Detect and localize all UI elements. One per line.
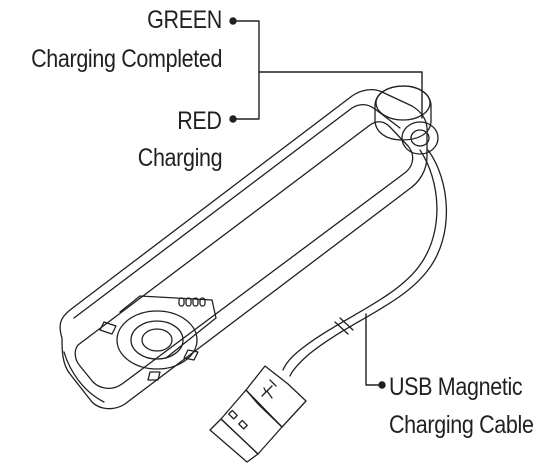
cable-strand-b (289, 149, 448, 377)
puck-connector (401, 121, 439, 155)
callout-cable-dot (378, 381, 386, 389)
charging-dock (59, 89, 428, 410)
pad-notch-bottom (147, 371, 161, 381)
label-cable-line2: Charging Cable (389, 411, 534, 439)
charging-pad (99, 310, 199, 381)
usb-plug-tip (209, 418, 259, 463)
pad-outer-ring (116, 310, 198, 370)
usb-plug-shell (220, 389, 283, 455)
pad-notch-right (183, 349, 199, 361)
cable-strand-a (282, 149, 438, 371)
cable-wrap-mark-2 (339, 317, 354, 331)
dock-top-edge (73, 104, 401, 319)
magnetic-puck (374, 85, 439, 155)
dock-front-panel (74, 121, 414, 389)
callout-red-line (258, 71, 423, 119)
label-red-title: RED (177, 107, 223, 135)
usb-plug-slot-2 (238, 419, 248, 430)
callout-green-line (233, 20, 260, 120)
pad-middle-ring (130, 320, 184, 360)
callout-green-dot (229, 17, 237, 25)
led-dot-3 (192, 297, 199, 307)
callout-red-dot (229, 115, 237, 123)
led-dot-2 (185, 297, 192, 307)
label-green-description: Charging Completed (30, 45, 222, 73)
cable-wrap-mark-1 (334, 321, 349, 335)
dock-inner-ridge (119, 295, 217, 359)
callout-lines (229, 17, 423, 389)
dock-outline (59, 89, 428, 410)
led-dot-1 (178, 297, 185, 307)
usb-boot (245, 365, 307, 428)
usb-cable (282, 149, 448, 377)
label-red-description: Charging (137, 144, 222, 172)
pad-notch-left (99, 321, 117, 335)
puck-connector-inner (410, 129, 430, 147)
dock-bottom-edge (63, 351, 105, 403)
led-indicator (178, 297, 206, 307)
usb-plug-slot-1 (228, 409, 238, 420)
usb-symbol-icon (261, 379, 277, 399)
puck-top (375, 85, 431, 121)
usb-connector (209, 365, 307, 463)
callout-cable-line (365, 313, 383, 386)
led-dot-4 (199, 297, 206, 307)
label-cable-line1: USB Magnetic (389, 373, 523, 401)
label-green-title: GREEN (147, 6, 222, 34)
pad-inner-ring (141, 328, 173, 352)
